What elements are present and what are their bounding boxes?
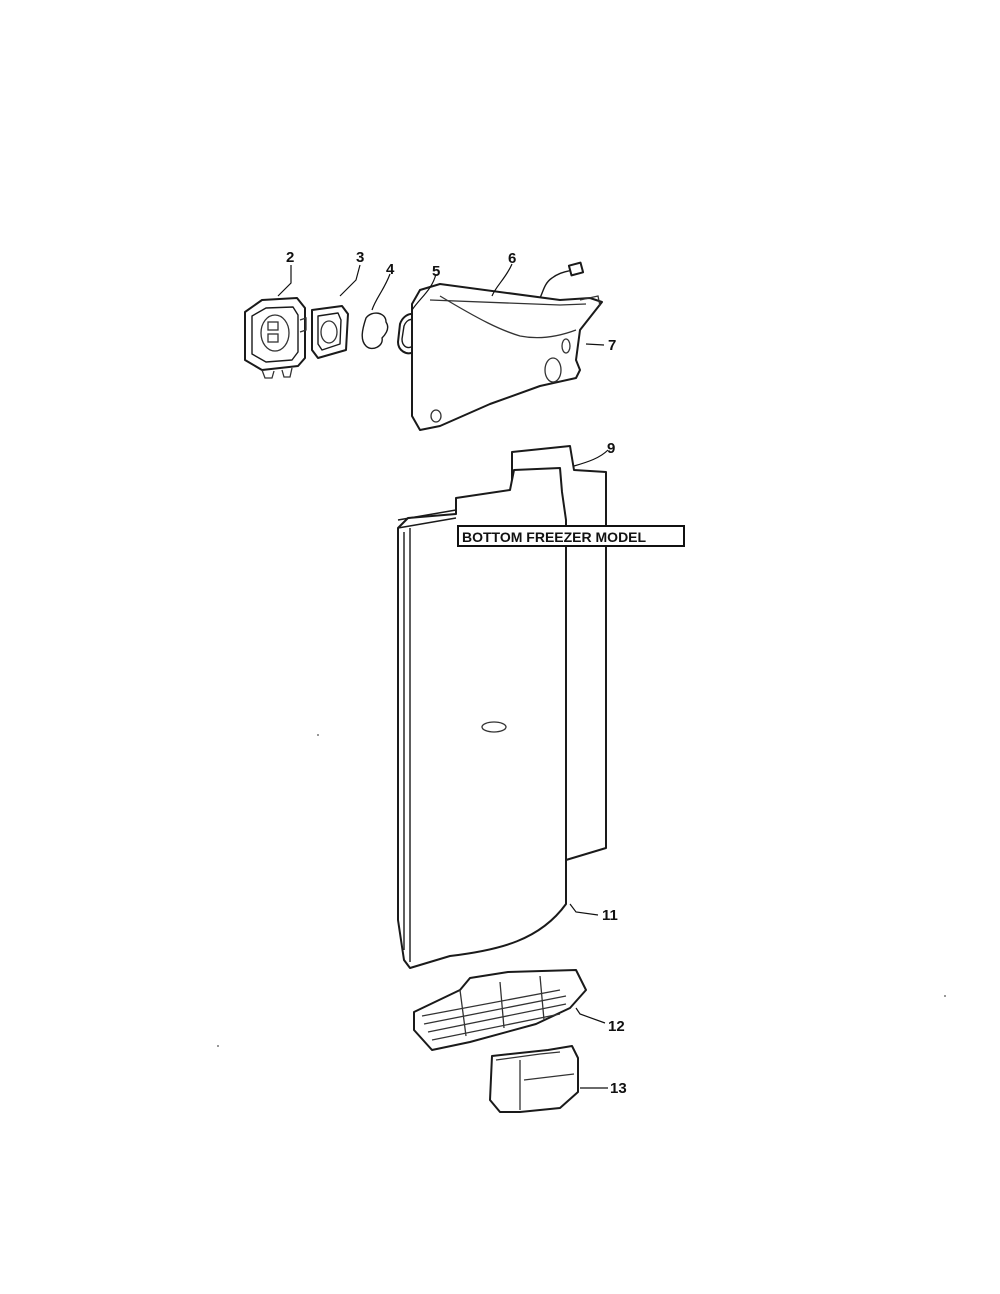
model-label-text: BOTTOM FREEZER MODEL xyxy=(462,529,647,545)
part-11-door-panel xyxy=(397,467,567,969)
callout-numbers: 2 3 4 5 6 7 9 11 12 13 xyxy=(286,249,627,1097)
callout-5: 5 xyxy=(432,263,440,280)
callout-12: 12 xyxy=(608,1018,625,1035)
part-13-drip-tray-cover xyxy=(489,1045,579,1113)
leader-lines xyxy=(277,263,609,1089)
part-4-seal xyxy=(361,312,389,350)
callout-3: 3 xyxy=(356,249,364,266)
part-12-dispenser-grille xyxy=(413,969,587,1051)
model-label: BOTTOM FREEZER MODEL xyxy=(457,525,685,547)
callout-4: 4 xyxy=(386,261,395,278)
callout-9: 9 xyxy=(607,440,615,457)
part-7-cover-panel xyxy=(411,283,603,431)
callout-13: 13 xyxy=(610,1080,627,1097)
callout-7: 7 xyxy=(608,337,616,354)
part-3-gasket-plate xyxy=(311,305,349,359)
scan-specks xyxy=(217,734,946,1047)
callout-6: 6 xyxy=(508,250,516,267)
part-2-dispenser-housing xyxy=(244,297,307,379)
callout-11: 11 xyxy=(602,907,618,924)
callout-2: 2 xyxy=(286,249,294,266)
